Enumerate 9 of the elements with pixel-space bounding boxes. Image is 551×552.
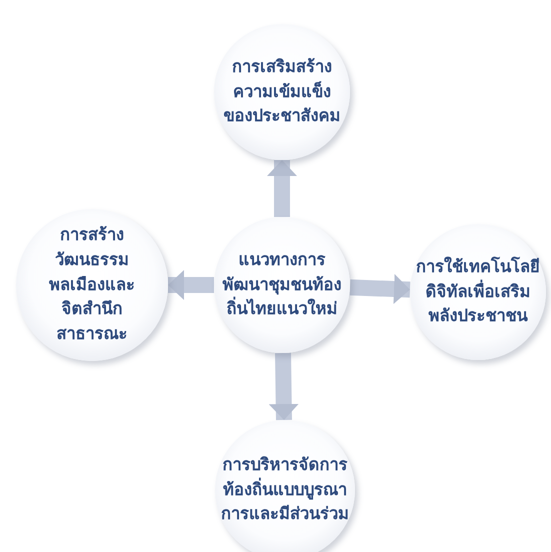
node-label: การสร้างวัฒนธรรมพลเมืองและจิตสำนึกสาธารณะ [48, 224, 136, 346]
node-label: การใช้เทคโนโลยีดิจิทัลเพื่อเสริมพลังประชาชน [416, 256, 540, 328]
block-arrow [168, 270, 214, 300]
block-arrow [268, 352, 299, 420]
node-label: การเสริมสร้างความเข้มแข็งของประชาสังคม [222, 56, 342, 128]
node-label: การบริหารจัดการท้องถิ่นแบบบูรณาการและมีส่วนร่วม [220, 454, 350, 526]
block-arrow [267, 160, 297, 217]
node-label: แนวทางการพัฒนาชุมชนท้องถิ่นไทยแนวใหม่ [222, 248, 342, 320]
block-arrow [350, 274, 410, 304]
